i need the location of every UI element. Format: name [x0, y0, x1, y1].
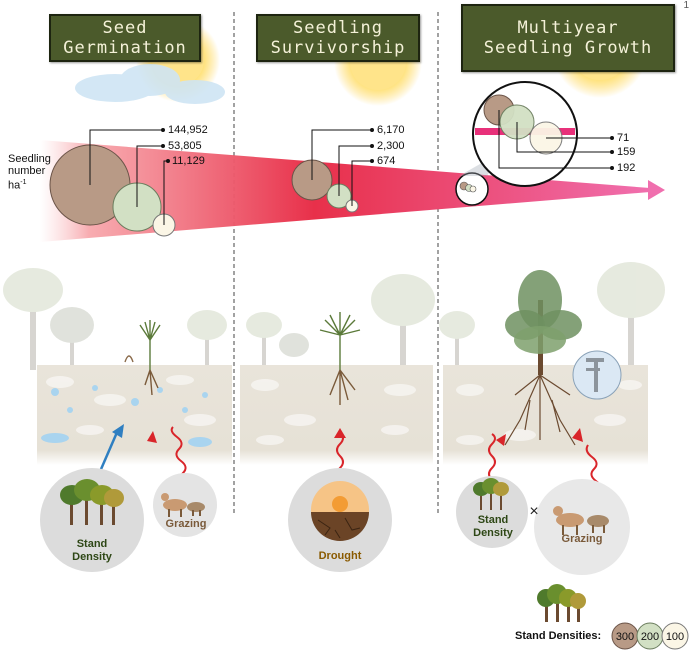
factor-line: Stand [76, 538, 108, 550]
page-number: 1 [683, 0, 689, 11]
seedling-number-label: Seedling number ha-1 [8, 153, 58, 192]
bubble-growth-100-small [469, 185, 477, 193]
leader-dots [161, 128, 170, 163]
label-unit: ha [8, 179, 21, 192]
label-line: number [8, 165, 46, 177]
stand-density-arrowhead [496, 434, 506, 446]
factor-drought: Drought [318, 550, 362, 562]
factor-grazing: Grazing [165, 518, 207, 530]
leader-dots [370, 128, 374, 163]
stage-title-line: Seed [102, 18, 148, 38]
value-growth-200: 159 [617, 146, 636, 158]
water-droplets [41, 385, 212, 447]
stage-title-seedling-survivorship: Seedling Survivorship [256, 14, 420, 62]
value-survivorship-300: 6,170 [377, 124, 405, 136]
stand-density-circle [456, 476, 528, 548]
stand-density-arrow [488, 433, 496, 481]
legend-swatch-100 [661, 622, 689, 650]
pine-tree-icon [504, 270, 582, 446]
stage-title-line: Germination [63, 38, 187, 58]
value-germination-100: 11,129 [172, 155, 205, 167]
factor-line: Stand [477, 514, 509, 526]
goat-icon [553, 506, 609, 535]
factor-line: Density [72, 551, 112, 563]
interaction-symbol: × [529, 503, 539, 520]
value-growth-300: 192 [617, 162, 636, 174]
stage-title-multiyear-growth: Multiyear Seedling Growth [461, 4, 675, 72]
leader-lines [498, 110, 612, 169]
factor-stand-density: Stand Density [62, 538, 122, 564]
factor-stand-density: Stand Density [465, 514, 521, 540]
stage-title-line: Seedling [293, 18, 383, 38]
value-germination-200: 53,805 [168, 140, 202, 152]
forest-icon [473, 478, 509, 510]
factor-line: Density [473, 527, 513, 539]
factor-grazing: Grazing [561, 533, 603, 545]
leader-lines [311, 129, 372, 206]
trend-arrowhead [648, 180, 665, 200]
goat-icon [161, 493, 205, 517]
stage-title-line: Survivorship [270, 38, 406, 58]
cloud-icon [75, 64, 225, 104]
drought-arrowhead [334, 428, 346, 438]
value-growth-100: 71 [617, 132, 630, 144]
seedling-icon [124, 320, 161, 396]
stage-title-line: Multiyear [517, 18, 619, 38]
caliper-icon [572, 350, 622, 400]
leader-dots [610, 136, 614, 170]
legend-item-label: 200 [640, 631, 660, 643]
legend-label: Stand Densities: [515, 630, 602, 642]
grazing-circle [534, 479, 630, 575]
stage-title-seed-germination: Seed Germination [49, 14, 201, 62]
grazing-arrowhead [147, 431, 157, 443]
label-line: Seedling [8, 153, 51, 165]
stage-title-line: Seedling Growth [483, 38, 653, 58]
legend-item-label: 300 [615, 631, 635, 643]
forest-icon [60, 479, 124, 525]
value-germination-300: 144,952 [168, 124, 208, 136]
drought-icon [311, 481, 369, 541]
label-sup: -1 [20, 179, 27, 186]
forest-icon [537, 584, 586, 622]
background-trees [3, 262, 665, 370]
seedling-icon [319, 312, 361, 405]
grazing-arrowhead [572, 428, 583, 442]
label-line: ha-1 [8, 177, 58, 192]
value-survivorship-200: 2,300 [377, 140, 405, 152]
value-survivorship-100: 674 [377, 155, 396, 167]
soil-stones [46, 375, 642, 445]
legend-item-label: 100 [665, 631, 685, 643]
